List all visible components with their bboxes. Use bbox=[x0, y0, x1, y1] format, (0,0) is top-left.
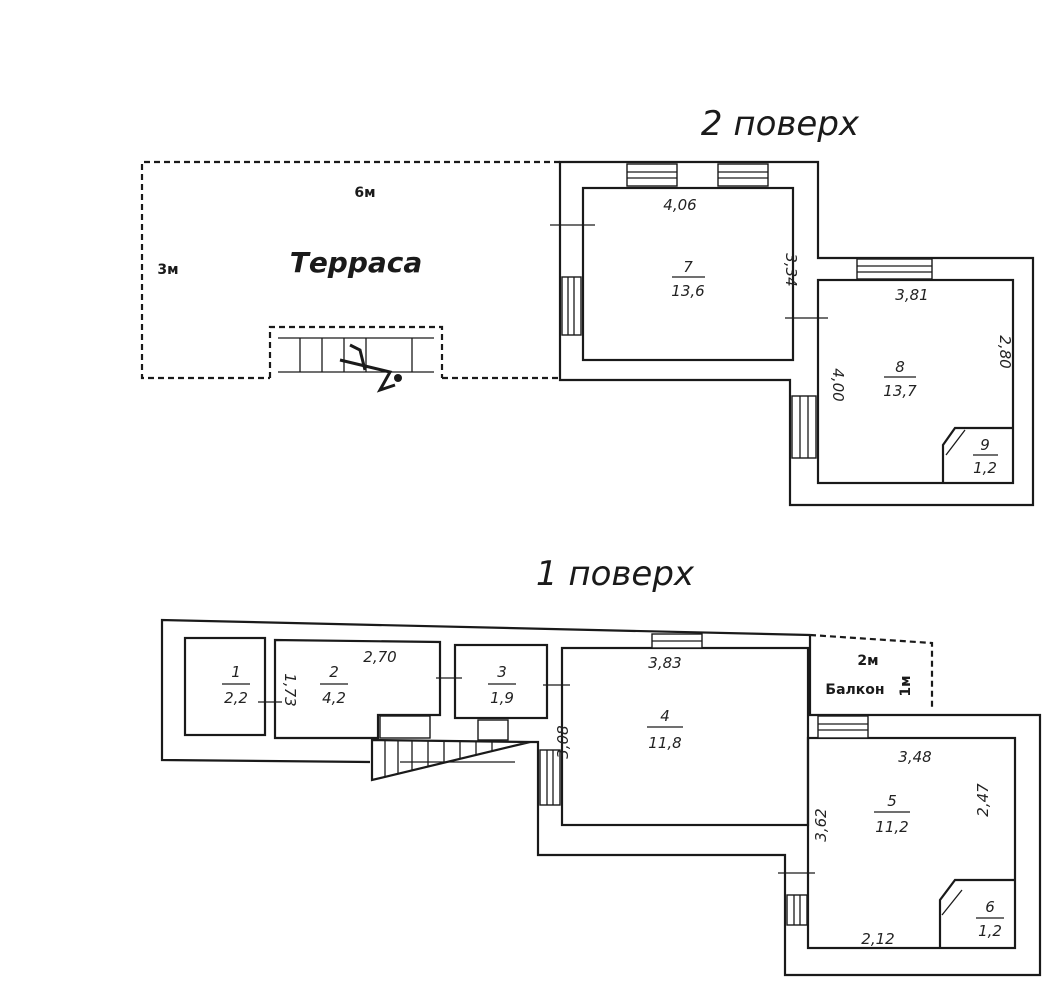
window bbox=[717, 163, 769, 187]
dimension: 4,06 bbox=[663, 196, 696, 214]
room-number: 5 bbox=[887, 792, 897, 810]
balcony-label: Балкон bbox=[825, 682, 884, 698]
room-1: 1 2,2 bbox=[222, 663, 250, 707]
room-3: 3 1,9 bbox=[488, 663, 516, 707]
room-area: 4,2 bbox=[322, 689, 346, 707]
room-number: 4 bbox=[660, 707, 670, 725]
room-number: 9 bbox=[980, 436, 990, 454]
room-number: 6 bbox=[985, 898, 995, 916]
room-area: 1,2 bbox=[978, 922, 1002, 940]
room-2: 2,70 1,73 2 4,2 bbox=[281, 648, 397, 707]
dimension: 3,34 bbox=[782, 253, 800, 286]
dimension: 3,48 bbox=[898, 748, 931, 766]
floor1-title: 1 поверх bbox=[536, 554, 695, 594]
floor2-title: 2 поверх bbox=[701, 104, 860, 144]
dimension: 4,00 bbox=[829, 368, 847, 401]
room-number: 8 bbox=[895, 358, 905, 376]
terrace-depth: 3м bbox=[157, 262, 178, 278]
room-area: 13,7 bbox=[883, 382, 917, 400]
dimension: 3,83 bbox=[648, 654, 681, 672]
room-area: 1,2 bbox=[973, 459, 997, 477]
terrace-label: Терраса bbox=[290, 246, 423, 279]
room-6: 6 1,2 bbox=[976, 898, 1004, 940]
balcony-width: 2м bbox=[857, 653, 878, 669]
dimension: 2,12 bbox=[861, 930, 894, 948]
dimension: 1,73 bbox=[281, 673, 299, 706]
stair-icon bbox=[278, 337, 434, 393]
dimension: 3,62 bbox=[812, 808, 830, 841]
room-9: 9 1,2 bbox=[973, 436, 998, 477]
staircase bbox=[370, 715, 531, 782]
room-4: 3,83 3,08 4 11,8 bbox=[554, 654, 683, 759]
dimension: 2,47 bbox=[974, 783, 992, 817]
room-area: 11,8 bbox=[648, 734, 681, 752]
dimension: 3,08 bbox=[554, 725, 572, 758]
room-area: 1,9 bbox=[490, 689, 514, 707]
window bbox=[791, 395, 817, 459]
room-number: 1 bbox=[231, 663, 241, 681]
room-8: 3,81 2,80 4,00 8 13,7 bbox=[829, 286, 1014, 402]
room-7: 4,06 7 13,6 3,34 bbox=[663, 196, 800, 300]
room-number: 2 bbox=[329, 663, 339, 681]
window bbox=[561, 276, 582, 336]
window bbox=[856, 258, 933, 280]
room-area: 11,2 bbox=[875, 818, 908, 836]
dimension: 3,81 bbox=[895, 286, 928, 304]
balcony-depth: 1м bbox=[898, 675, 914, 696]
room-number: 7 bbox=[683, 258, 693, 276]
terrace: 6м 3м Терраса bbox=[140, 160, 560, 393]
balcony: 2м Балкон 1м bbox=[809, 633, 934, 708]
dimension: 2,80 bbox=[996, 335, 1014, 368]
floor1-walls bbox=[160, 618, 1042, 977]
floor2-walls bbox=[550, 160, 1035, 507]
terrace-width: 6м bbox=[354, 185, 375, 201]
room-area: 2,2 bbox=[224, 689, 248, 707]
window bbox=[539, 749, 561, 806]
room-5: 3,48 3,62 2,47 2,12 5 11,2 bbox=[812, 748, 992, 948]
window bbox=[817, 715, 869, 739]
window bbox=[626, 163, 678, 187]
room-number: 3 bbox=[497, 663, 507, 681]
room-area: 13,6 bbox=[671, 282, 704, 300]
dimension: 2,70 bbox=[363, 648, 396, 666]
window bbox=[786, 894, 808, 926]
